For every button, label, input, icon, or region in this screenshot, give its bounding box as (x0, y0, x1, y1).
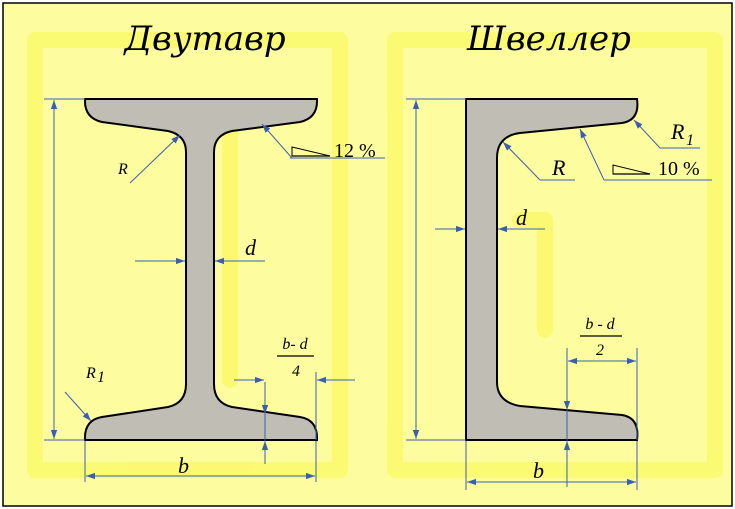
ibeam-section: R R 1 12 % d b- d 4 b (44, 98, 385, 482)
channel-title: Швеллер (466, 19, 631, 59)
ibeam-r1-subscript: 1 (97, 369, 105, 386)
highlight-bands (27, 32, 723, 478)
ibeam-title: Двутавр (122, 19, 285, 59)
channel-section: R R 1 10 % d b - d 2 b (406, 98, 712, 490)
ibeam-r1-label: R (85, 365, 96, 382)
ibeam-r-label: R (117, 161, 128, 178)
ibeam-b-label: b (178, 453, 189, 478)
channel-r1-subscript: 1 (686, 132, 694, 149)
channel-frac-denominator: 2 (596, 342, 604, 359)
channel-r-label: R (551, 155, 566, 180)
channel-b-label: b (533, 458, 544, 483)
ibeam-frac-denominator: 4 (292, 363, 300, 380)
channel-d-label: d (516, 205, 528, 230)
channel-slope-label: 10 % (658, 158, 700, 180)
ibeam-slope-label: 12 % (334, 140, 376, 162)
channel-profile (465, 98, 639, 441)
channel-frac-numerator: b - d (585, 316, 615, 333)
ibeam-d-label: d (245, 235, 257, 260)
ibeam-frac-numerator: b- d (282, 336, 308, 353)
channel-r1-label: R (670, 119, 685, 144)
